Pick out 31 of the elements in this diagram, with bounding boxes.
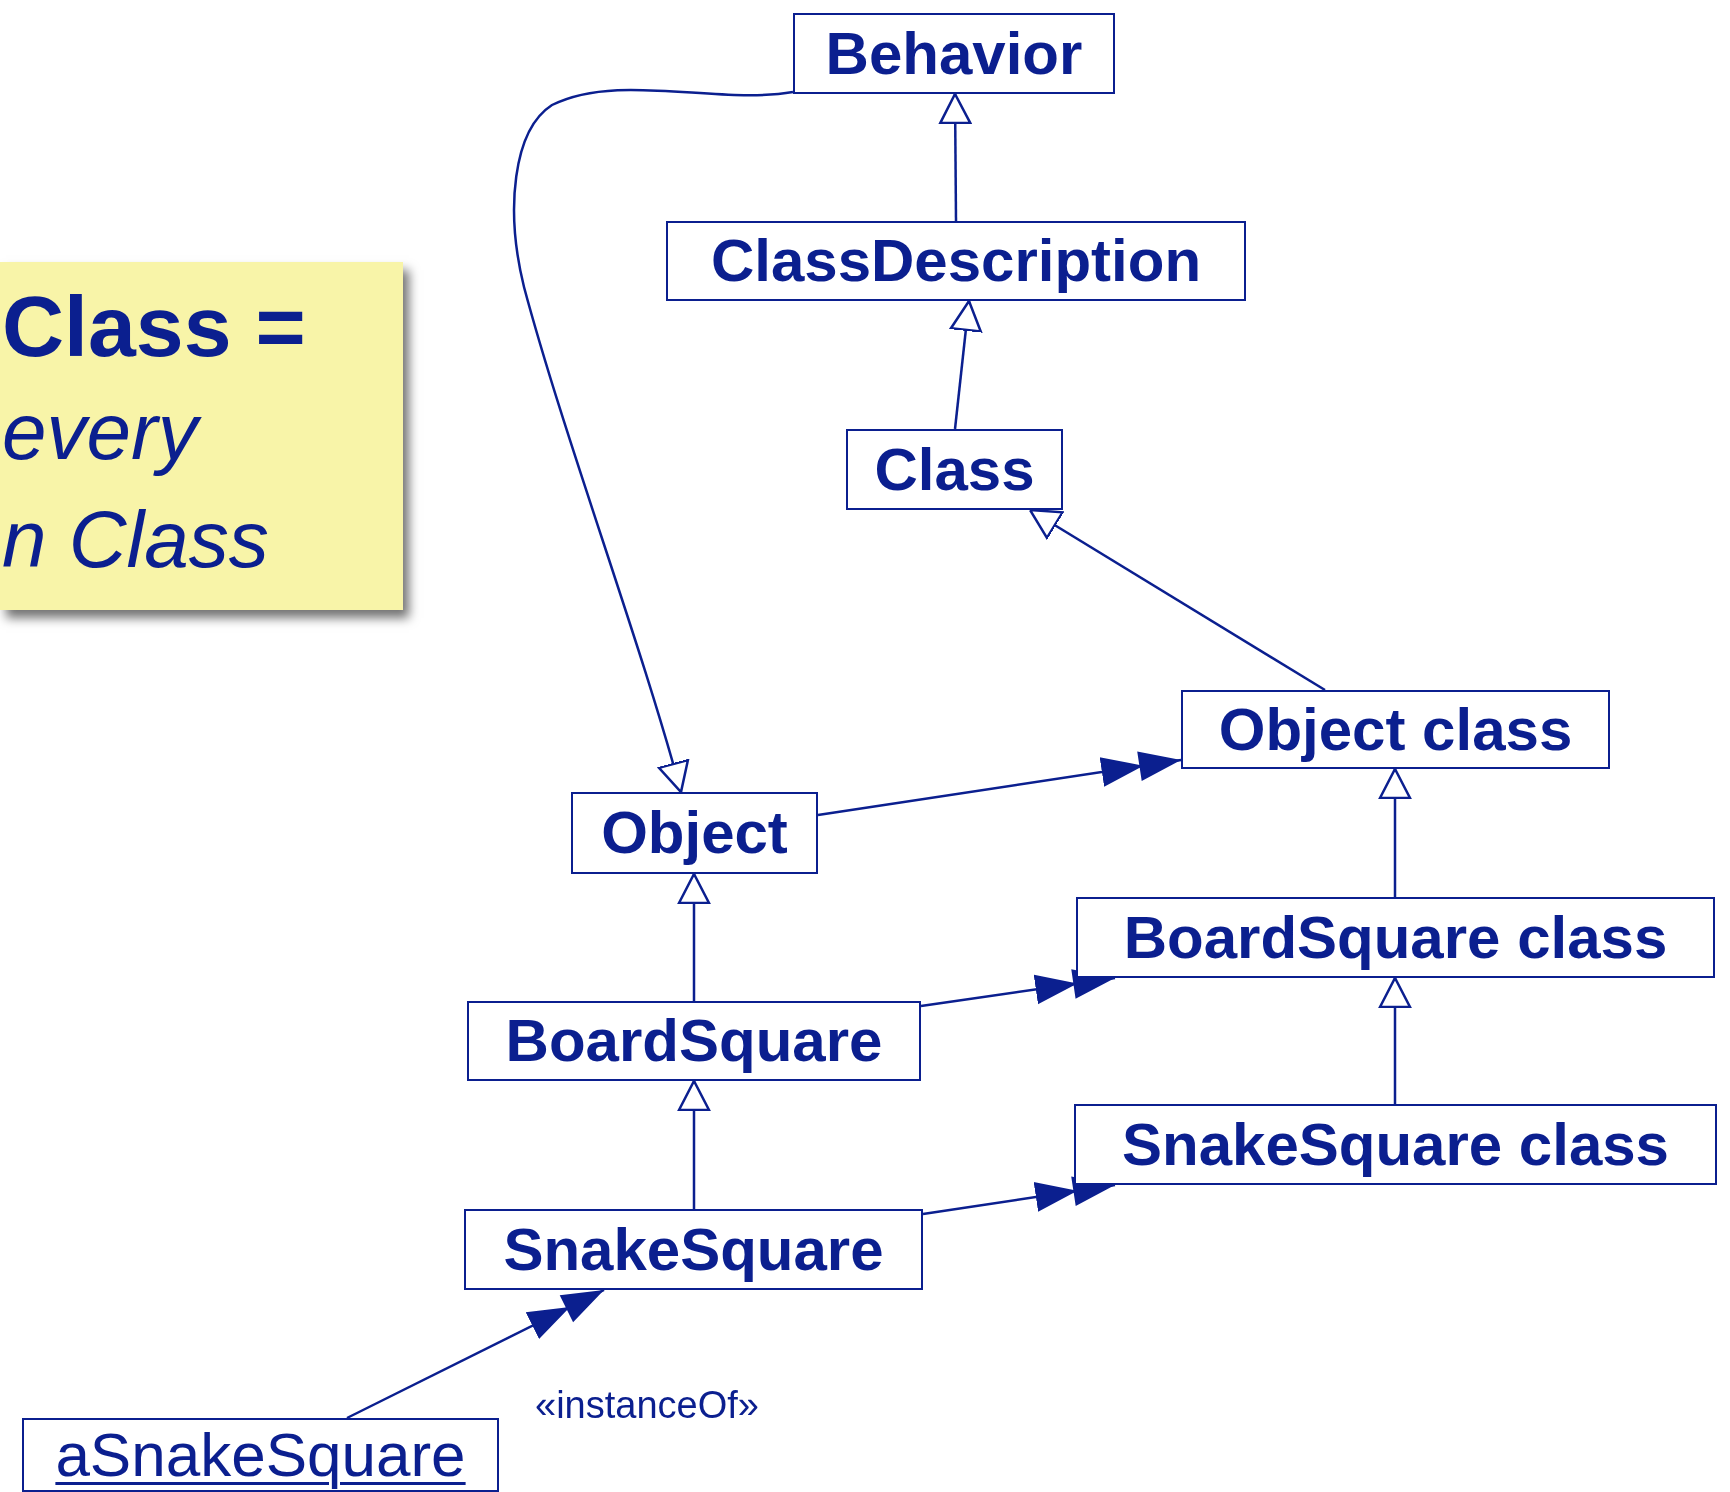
generalization-arrow xyxy=(677,1079,711,1209)
generalization-arrow xyxy=(939,92,972,221)
class-name: Object class xyxy=(1218,699,1573,760)
class-name: SnakeSquare class xyxy=(1122,1114,1669,1175)
class-box xyxy=(1074,1104,1717,1185)
edge-label: «instanceOf» xyxy=(535,1384,759,1427)
note-heading: Class = xyxy=(2,277,306,376)
class-box xyxy=(666,221,1246,301)
class-box xyxy=(1076,897,1715,978)
class-name: Class xyxy=(874,439,1035,500)
object-box xyxy=(22,1418,499,1492)
note-text: n Class xyxy=(2,494,269,586)
generalization-arrow xyxy=(949,299,982,430)
class-box xyxy=(467,1001,921,1081)
generalization-arrow xyxy=(677,872,711,1001)
class-name: SnakeSquare xyxy=(503,1219,884,1280)
class-box xyxy=(571,792,818,874)
class-box xyxy=(846,429,1063,510)
class-name: Behavior xyxy=(825,23,1083,84)
class-box xyxy=(1181,690,1610,769)
class-name: Object xyxy=(601,803,788,863)
generalization-arrow xyxy=(513,88,794,794)
class-box xyxy=(464,1209,923,1290)
note-box xyxy=(0,262,403,610)
class-name: BoardSquare class xyxy=(1123,907,1668,968)
class-name: ClassDescription xyxy=(710,231,1202,291)
generalization-arrow xyxy=(1378,767,1412,897)
class-name: BoardSquare xyxy=(505,1011,883,1071)
class-box xyxy=(793,13,1115,94)
generalization-arrow xyxy=(1378,976,1412,1104)
generalization-arrow xyxy=(1028,508,1326,692)
